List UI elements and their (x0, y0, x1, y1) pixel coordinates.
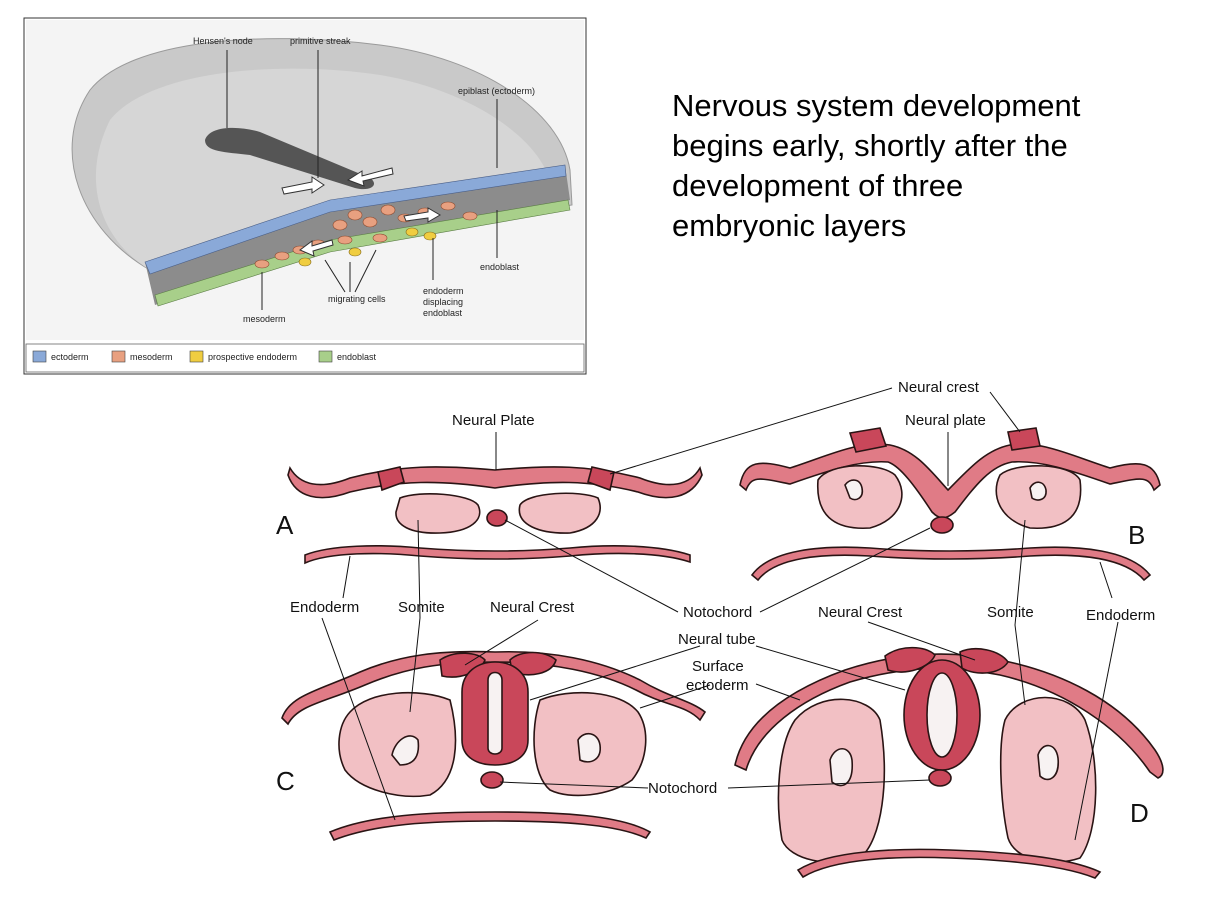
panel-a (287, 465, 703, 565)
neural-plate-a (287, 465, 703, 499)
heading-line: development of three (672, 168, 964, 203)
endoderm-c (328, 811, 652, 842)
notochord-b (930, 516, 954, 534)
legend-label-mesoderm: mesoderm (130, 352, 173, 362)
notochord-d (928, 769, 952, 787)
label-somite-right: Somite (987, 604, 1034, 621)
surface-ectoderm-d (734, 653, 1164, 779)
slide-heading: Nervous system development begins early,… (672, 86, 1192, 246)
panel-c (281, 650, 707, 842)
neural-leaders (321, 387, 1119, 841)
surface-ectoderm-c (281, 650, 707, 726)
arrow-left-icon (299, 239, 334, 257)
arrow-left-icon (346, 167, 394, 187)
label-surface-ectoderm-2: ectoderm (686, 677, 749, 694)
label-neural-crest-c: Neural Crest (490, 599, 575, 616)
heading-line: begins early, shortly after the (672, 128, 1068, 163)
label-migrating-cells: migrating cells (328, 294, 386, 304)
arrow-right-icon (281, 176, 325, 195)
label-endoderm-left: Endoderm (290, 599, 359, 616)
panel-label-b: B (1128, 520, 1145, 550)
panel-b (739, 427, 1161, 582)
notochord-c (480, 771, 504, 789)
panel-label-d: D (1130, 798, 1149, 828)
legend-label-ectoderm: ectoderm (51, 352, 89, 362)
neural-crest-a-left (377, 466, 405, 492)
label-neural-crest-d: Neural Crest (818, 604, 903, 621)
panel-d (734, 646, 1164, 879)
label-neural-plate-b: Neural plate (905, 412, 986, 429)
somite-d-left-cavity (829, 747, 853, 787)
label-notochord-bottom: Notochord (648, 780, 717, 797)
neural-crest-b-right (1007, 427, 1041, 451)
label-primitive-streak: primitive streak (290, 36, 351, 46)
neural-crest-a-right (587, 466, 615, 492)
label-hensens-node: Hensen's node (193, 36, 253, 46)
gastrulation-legend: ectoderm mesoderm prospective endoderm e… (25, 343, 585, 373)
label-epiblast: epiblast (ectoderm) (458, 86, 535, 96)
somite-d-right-cavity (1037, 744, 1059, 781)
label-neural-tube: Neural tube (678, 631, 756, 648)
neural-tube-d-lumen (926, 672, 958, 758)
somite-b-right-cavity (1029, 481, 1047, 501)
label-surface-ectoderm-1: Surface (692, 658, 744, 675)
legend-swatch-ectoderm (32, 350, 47, 363)
label-somite-left: Somite (398, 599, 445, 616)
neural-crest-d-left (884, 646, 936, 673)
ectoderm-layer (144, 164, 567, 275)
arrow-right-icon (403, 207, 441, 223)
legend-swatch-prospective-endoderm (189, 350, 204, 363)
primitive-streak-groove (205, 127, 375, 190)
label-endoderm-displacing-2: displacing (423, 297, 463, 307)
somite-a-right (518, 492, 601, 534)
heading-line: Nervous system development (672, 88, 1081, 123)
label-endoderm-displacing-1: endoderm (423, 286, 464, 296)
somite-c-right-cavity (577, 732, 601, 763)
endoblast-layer (154, 199, 571, 307)
label-endoderm-displacing-3: endoblast (423, 308, 463, 318)
migration-arrows (281, 167, 441, 257)
label-endoblast: endoblast (480, 262, 520, 272)
endoderm-d (796, 848, 1102, 879)
heading-line: embryonic layers (672, 208, 907, 243)
legend-label-prospective-endoderm: prospective endoderm (208, 352, 297, 362)
label-neural-plate-a: Neural Plate (452, 412, 535, 429)
legend-swatch-mesoderm (111, 350, 126, 363)
somite-b-left-cavity (844, 479, 864, 501)
panel-label-a: A (276, 510, 294, 540)
endoderm-b (750, 546, 1152, 582)
prospective-endoderm-cells (298, 227, 437, 267)
neural-crest-b-left (848, 427, 888, 453)
neural-tube-c-lumen (487, 671, 503, 755)
endoderm-a (304, 545, 691, 565)
label-neural-crest-top: Neural crest (898, 379, 980, 396)
neural-plate-b (739, 443, 1161, 519)
panel-label-c: C (276, 766, 295, 796)
label-endoderm-right: Endoderm (1086, 607, 1155, 624)
somite-c-left-cavity (391, 735, 420, 766)
label-notochord-top: Notochord (683, 604, 752, 621)
somite-a-left (395, 493, 481, 534)
gastrulation-figure: Hensen's node primitive streak epiblast … (23, 17, 587, 375)
gastrulation-leaders (226, 50, 498, 310)
neural-tube-figure: Neural crest Neural Plate Neural plate E… (276, 379, 1164, 879)
notochord-a (486, 509, 508, 527)
label-mesoderm: mesoderm (243, 314, 286, 324)
legend-label-endoblast: endoblast (337, 352, 377, 362)
legend-swatch-endoblast (318, 350, 333, 363)
neural-crest-d-right (959, 648, 1009, 674)
